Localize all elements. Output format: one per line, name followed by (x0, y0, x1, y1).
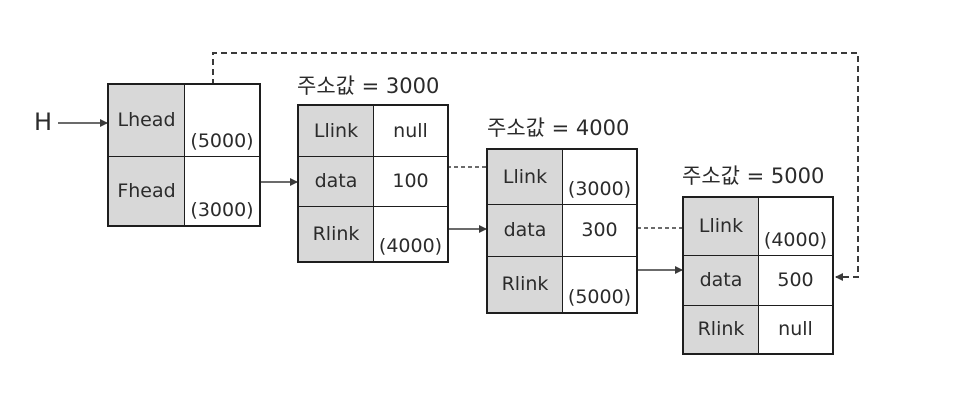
node-5000-data-label: data (682, 254, 759, 306)
fhead-value: (3000) (184, 155, 261, 227)
node-3000-llink-value: null (373, 104, 449, 157)
node-5000-rlink-value: null (758, 304, 834, 355)
node-3000-rlink-label: Rlink (297, 205, 374, 263)
head-pointer-label: H (34, 108, 53, 136)
lhead-value: (5000) (184, 83, 261, 157)
head-node: Lhead (5000) Fhead (3000) (107, 83, 261, 227)
lhead-label: Lhead (107, 83, 185, 157)
node-5000: Llink (4000) data 500 Rlink null (682, 196, 834, 355)
node-4000-rlink-value: (5000) (562, 255, 638, 314)
node-3000-rlink-value: (4000) (373, 205, 449, 263)
lhead-arrow (212, 52, 859, 281)
node-5000-llink-label: Llink (682, 196, 759, 256)
node-3000-llink-label: Llink (297, 104, 374, 157)
node-4000-data-label: data (486, 203, 563, 257)
node-5000-llink-value: (4000) (758, 196, 834, 256)
node-3000-data-value: 100 (373, 155, 449, 207)
node-5000-title: 주소값 = 5000 (682, 164, 825, 188)
node-4000-llink-label: Llink (486, 148, 563, 205)
node-5000-rlink-label: Rlink (682, 304, 759, 355)
node-3000-data-label: data (297, 155, 374, 207)
node-4000-title: 주소값 = 4000 (487, 116, 630, 140)
node-4000-llink-value: (3000) (562, 148, 638, 205)
node-4000-rlink-label: Rlink (486, 255, 563, 314)
fhead-label: Fhead (107, 155, 185, 227)
node-5000-data-value: 500 (758, 254, 834, 306)
node-3000: Llink null data 100 Rlink (4000) (297, 104, 449, 263)
node-4000: Llink (3000) data 300 Rlink (5000) (486, 148, 638, 314)
node-4000-data-value: 300 (562, 203, 638, 257)
node-3000-title: 주소값 = 3000 (297, 74, 440, 98)
